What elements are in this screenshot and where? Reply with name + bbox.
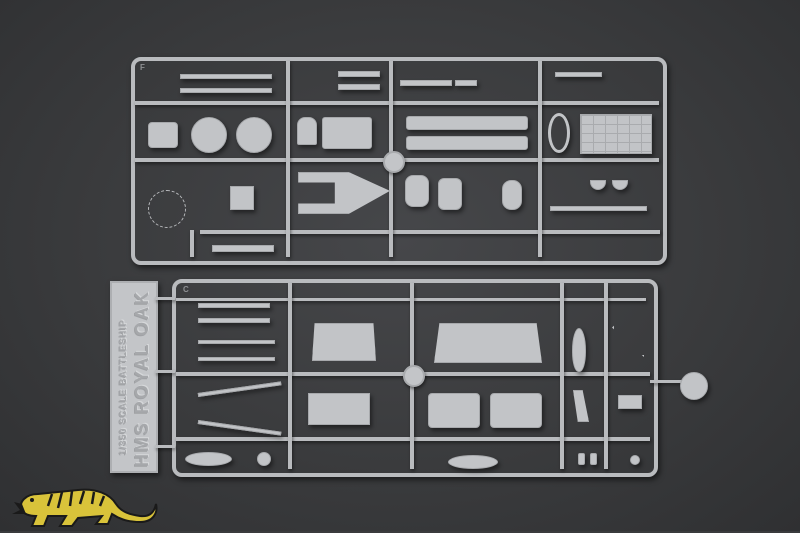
- sprue-letter: C: [183, 285, 189, 294]
- part: [322, 117, 372, 149]
- part: [212, 245, 274, 252]
- part: [618, 395, 642, 409]
- part: [448, 455, 498, 469]
- part: [428, 393, 480, 428]
- part: [148, 122, 178, 148]
- part: [312, 323, 376, 361]
- part: [230, 186, 254, 210]
- part: [438, 178, 462, 210]
- part: [405, 175, 429, 207]
- part: [185, 452, 232, 466]
- part: [257, 452, 271, 466]
- runner: [155, 297, 175, 300]
- nameplate-ship-name: HMS ROYAL OAK: [132, 289, 152, 467]
- sprue-frame: [172, 279, 658, 477]
- runner: [190, 230, 194, 257]
- runner: [650, 380, 690, 383]
- part: [198, 340, 275, 344]
- part: [198, 318, 270, 323]
- part: [572, 328, 586, 372]
- runner: [538, 61, 542, 257]
- sprue-hub: [383, 151, 405, 173]
- part: [406, 136, 528, 150]
- part: [630, 455, 640, 465]
- part: [490, 393, 542, 428]
- part: [550, 206, 647, 211]
- runner: [604, 283, 608, 469]
- part: [455, 80, 477, 86]
- runner: [288, 283, 292, 469]
- part: [297, 117, 317, 145]
- sprue-frame: [131, 57, 667, 265]
- sprue-hub: [403, 365, 425, 387]
- part: [338, 84, 380, 90]
- runner: [286, 61, 290, 257]
- runner: [560, 283, 564, 469]
- part: [555, 72, 602, 77]
- runner: [135, 101, 659, 105]
- part: [236, 117, 272, 153]
- sprue-nameplate: 1/350 SCALE BATTLESHIP HMS ROYAL OAK: [110, 281, 158, 473]
- part: [308, 393, 370, 425]
- part: [198, 357, 275, 361]
- part: [580, 114, 652, 154]
- tiger-logo-icon: [8, 480, 160, 528]
- part: [590, 453, 597, 465]
- part: [180, 74, 272, 79]
- runner: [155, 370, 175, 373]
- part: [548, 113, 570, 153]
- part: [148, 190, 186, 228]
- part: [406, 116, 528, 130]
- part: [502, 180, 522, 210]
- part: [338, 71, 380, 77]
- part: [180, 88, 272, 93]
- part: [400, 80, 452, 86]
- runner: [155, 445, 175, 448]
- runner: [200, 230, 660, 234]
- part: [578, 453, 585, 465]
- part: [191, 117, 227, 153]
- part: [434, 323, 542, 363]
- part: [680, 372, 708, 400]
- nameplate-scale-text: 1/350 SCALE BATTLESHIP: [118, 319, 128, 455]
- part: [198, 303, 270, 308]
- sprue-letter: F: [140, 63, 145, 72]
